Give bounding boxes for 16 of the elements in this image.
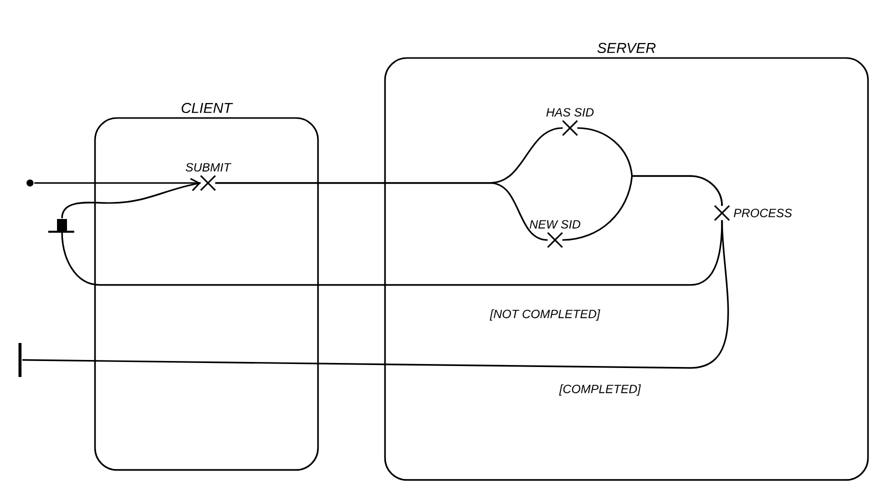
responsibility-point: SUBMIT: [186, 163, 232, 192]
path-line: [562, 175, 723, 241]
responsibility-point: PROCESS: [714, 204, 792, 222]
edge-label: [COMPLETED]: [557, 382, 643, 398]
path-line: [215, 182, 548, 241]
responsibility-point: HAS SID: [546, 108, 594, 136]
end-bar: [18, 342, 22, 377]
start-point: [26, 180, 34, 186]
path-line: [34, 182, 201, 184]
edge-label: [NOT COMPLETED]: [488, 307, 602, 323]
node-label: SERVER: [597, 42, 656, 54]
path-line: [22, 220, 729, 369]
responsibility-point: NEW SID: [530, 220, 580, 248]
path-line: [61, 178, 201, 218]
node-label: CLIENT: [182, 102, 233, 114]
waiting-place: [48, 219, 74, 233]
